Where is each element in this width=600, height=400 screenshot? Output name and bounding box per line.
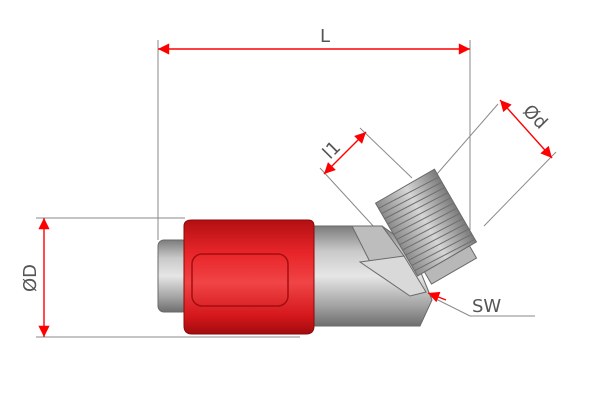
- thread-length-label: l1: [319, 137, 345, 163]
- wrench-size-label: SW: [472, 296, 501, 317]
- thread-ridge: [384, 186, 446, 220]
- threaded-end: [374, 168, 478, 285]
- extension-lines: [36, 40, 557, 338]
- thread-ridge: [405, 223, 467, 256]
- outer-diameter-label: ØD: [20, 264, 41, 292]
- thread-ridge: [402, 218, 464, 251]
- thread-ridge: [387, 192, 449, 225]
- thread-ridge: [378, 176, 440, 209]
- thread-ridge: [399, 212, 461, 246]
- dimension-arrows: [38, 43, 553, 337]
- length-label: L: [320, 26, 330, 47]
- red-sleeve: [183, 219, 315, 335]
- thread-ridge: [408, 228, 470, 261]
- thread-ridge: [393, 202, 455, 235]
- thread-ridge: [411, 233, 473, 266]
- inner-diameter-label: Ød: [518, 101, 551, 134]
- thread-ridge: [381, 181, 443, 214]
- thread-ridge: [414, 238, 476, 272]
- thread-ridge: [396, 207, 458, 240]
- fitting-body: [157, 225, 433, 327]
- thread-ridge: [390, 197, 452, 230]
